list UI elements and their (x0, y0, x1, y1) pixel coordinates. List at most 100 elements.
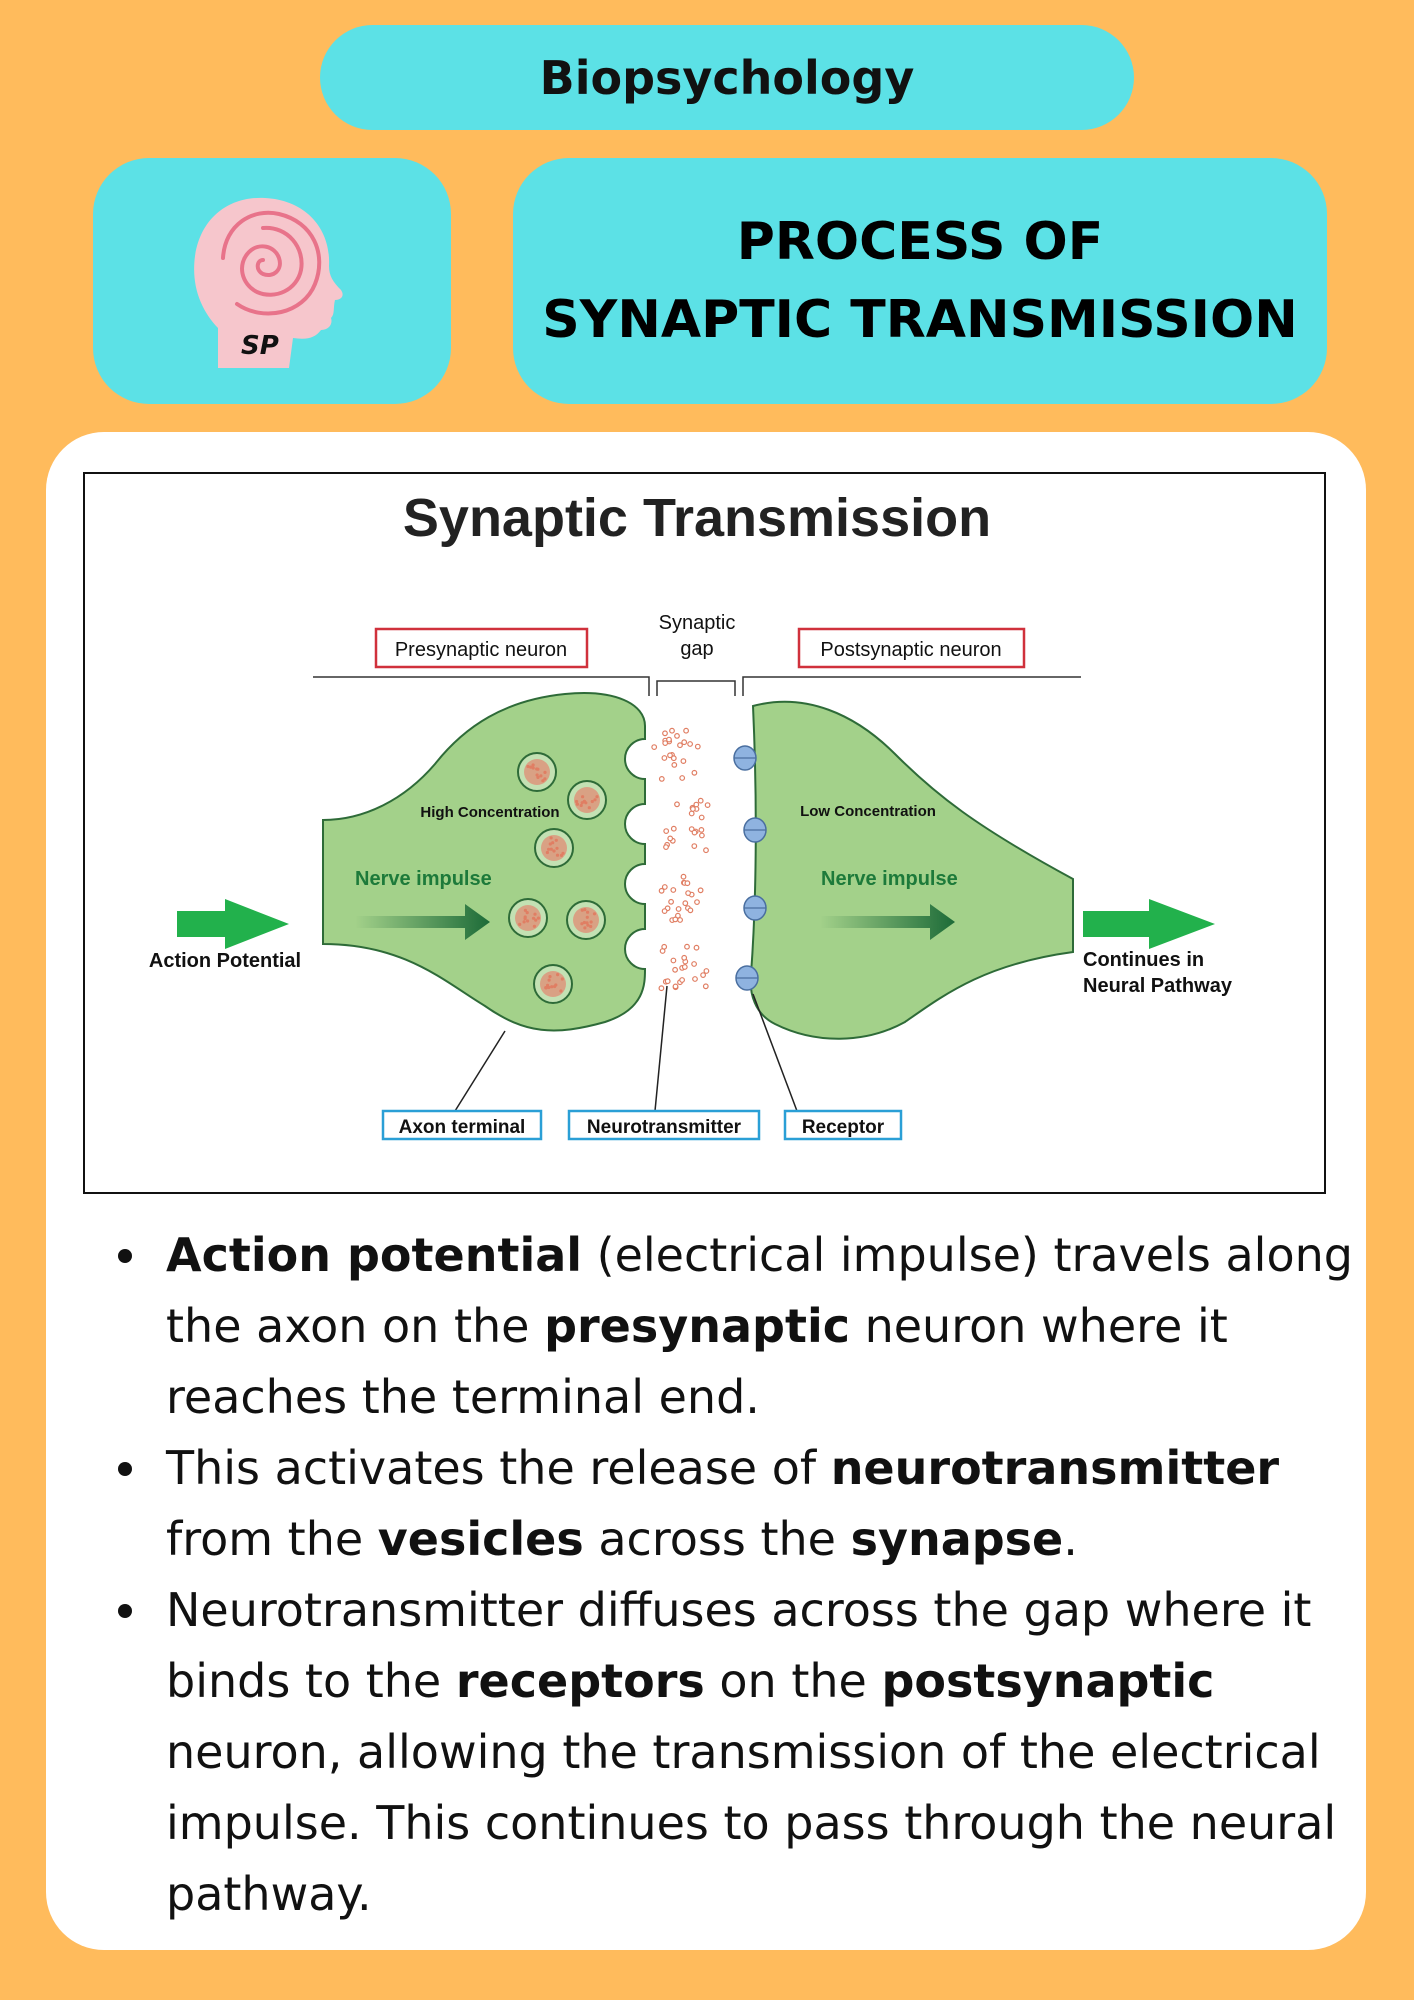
neurotransmitter-dot (680, 758, 687, 765)
vesicle-dot (543, 770, 547, 774)
neurotransmitter-dot (683, 727, 689, 734)
vesicle-dot (560, 977, 564, 981)
neurotransmitter-dot (698, 827, 705, 833)
neurotransmitter-dot (674, 733, 680, 739)
bullet-item: This activates the release of neurotrans… (110, 1433, 1360, 1575)
vesicle-dot (534, 918, 538, 922)
vesicle-dot (583, 926, 587, 930)
vesicle-dot (531, 916, 536, 920)
vesicle-dot (583, 908, 587, 912)
vesicle-dot (549, 847, 553, 851)
presynaptic-bracket (313, 676, 650, 696)
nerve-impulse-left-label: Nerve impulse (355, 868, 492, 890)
neurotransmitter-dot (691, 829, 698, 836)
logo-box: SP (93, 158, 451, 404)
neurotransmitter-dot (672, 983, 679, 990)
axon-terminal-pointer (454, 1030, 506, 1112)
vesicle-dot (539, 774, 543, 778)
neurotransmitter-dot (666, 736, 672, 743)
neurotransmitter-label: Neurotransmitter (587, 1117, 742, 1138)
vesicle-dot (522, 920, 526, 924)
vesicle-dot (595, 795, 599, 799)
action-potential-label: Action Potential (149, 950, 301, 972)
bullet-bold-text: presynaptic (544, 1299, 850, 1353)
vesicle-dot (575, 799, 579, 804)
vesicle-dot (547, 978, 551, 982)
vesicle-dot (551, 841, 555, 845)
vesicle-dot (547, 847, 551, 851)
neurotransmitter-dot (677, 742, 683, 749)
bullet-text: (electrical impulse) travels along the a… (166, 1228, 1353, 1353)
bullet-bold-text: neurotransmitter (830, 1441, 1280, 1495)
neurotransmitter-dot (684, 943, 690, 950)
vesicle-dot (536, 916, 541, 920)
vesicle-dot (543, 777, 547, 781)
neurotransmitter-dot (669, 727, 675, 734)
neurotransmitter-dot (662, 740, 669, 747)
bullet-text: Neurotransmitter diffuses across the gap… (166, 1583, 1312, 1708)
neurotransmitter-dot (693, 944, 700, 951)
vesicle-dot (523, 917, 527, 921)
neurotransmitter-dot (704, 802, 711, 809)
axon-terminal-label: Axon terminal (399, 1117, 526, 1138)
vesicle-dot (545, 850, 549, 855)
vesicle-dot (554, 983, 558, 987)
neurotransmitter-dot (680, 873, 687, 880)
neurotransmitter-dot (663, 844, 669, 851)
vesicle-dot (586, 910, 590, 914)
continues-label-line1: Continues in (1083, 949, 1204, 971)
vesicle-dot (575, 802, 579, 806)
neurotransmitter-dot (703, 847, 709, 854)
vesicle-dot (580, 908, 584, 912)
vesicle-dot (526, 919, 530, 923)
neurotransmitter-dot (702, 983, 709, 990)
nerve-impulse-left-arrow (355, 904, 490, 940)
neurotransmitter-dot (699, 832, 705, 839)
neurotransmitter-dot (694, 899, 700, 906)
vesicle-dot (550, 985, 554, 989)
vesicle-dot (585, 921, 589, 925)
neurotransmitter-dot (664, 978, 671, 985)
neurotransmitter-dot (663, 828, 670, 835)
gap-label-line2: gap (680, 638, 713, 660)
vesicle-dot (585, 915, 589, 919)
vesicle-dot (536, 767, 540, 771)
vesicle-dot (554, 838, 558, 842)
gap-bracket (656, 680, 736, 696)
title-line-1: PROCESS OF (736, 212, 1104, 272)
vesicle-dot (552, 849, 556, 853)
arrow-right-icon (177, 899, 289, 949)
neurotransmitter-dot (651, 744, 658, 751)
postsynaptic-label-box (797, 627, 1026, 669)
logo-initials: SP (241, 331, 279, 361)
bullet-text: neuron, allowing the transmission of the… (166, 1725, 1337, 1921)
neurotransmitter-dot (691, 769, 698, 776)
bullet-bold-text: postsynaptic (881, 1654, 1215, 1708)
page-title: PROCESS OF SYNAPTIC TRANSMISSION (513, 158, 1327, 404)
nerve-impulse-right-arrow (820, 904, 955, 940)
neurotransmitter-dot (668, 898, 674, 905)
vesicle-dot (559, 853, 564, 857)
neurotransmitter-dot (681, 964, 688, 970)
vesicle-dot (531, 763, 535, 767)
vesicle-group (508, 752, 607, 1004)
vesicle-dot (592, 912, 597, 916)
neurotransmitter-dot (661, 755, 668, 761)
gap-label-line1: Synaptic (659, 612, 736, 634)
vesicle-dot (536, 775, 540, 779)
arrow-right-icon (1083, 899, 1215, 949)
neurotransmitter-dot (672, 966, 678, 973)
neurotransmitter-dot (682, 900, 689, 907)
neurotransmitter-dot (670, 887, 677, 893)
vesicle-dot (555, 846, 559, 850)
neurotransmitter-dot (667, 835, 674, 842)
neurotransmitter-dot (672, 916, 679, 923)
vesicle-dot (579, 803, 583, 808)
neurotransmitter-dot (690, 806, 696, 812)
bullet-text: across the (583, 1512, 851, 1566)
neurotransmitter-dot (698, 814, 705, 821)
vesicle-dot (547, 985, 551, 990)
neurotransmitter-dot (670, 755, 677, 762)
neurotransmitter-dot (667, 752, 673, 759)
bullet-item: Neurotransmitter diffuses across the gap… (110, 1575, 1360, 1930)
